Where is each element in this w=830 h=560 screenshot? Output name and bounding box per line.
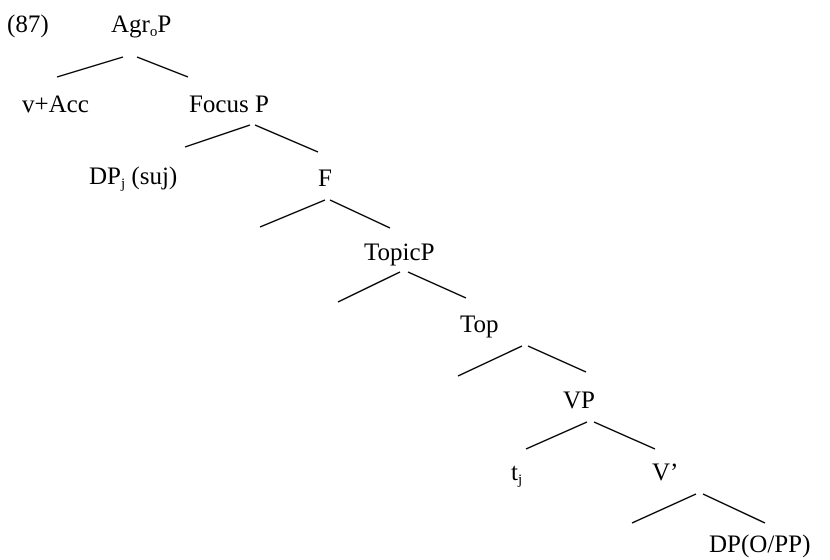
node-vp: VP [563,388,595,413]
node-v-acc-label: v+Acc [22,91,89,118]
node-dp-object: DP(O/PP) [709,532,810,557]
example-number: (87) [7,11,49,38]
node-top: Top [460,312,499,337]
node-vbar: V’ [652,460,678,485]
branch-vp-left [525,421,588,450]
node-dp-subject-tail: (suj) [125,163,178,190]
node-vp-label: VP [563,387,595,414]
node-trace-base: t [511,459,518,486]
node-top-label: Top [460,311,499,338]
branch-f-right [329,199,391,229]
node-focusp: Focus P [189,92,269,117]
node-topicp-label: TopicP [364,239,435,266]
node-dp-object-label: DP(O/PP) [709,531,811,558]
node-v-acc: v+Acc [22,92,89,117]
branch-top-right [527,345,587,373]
node-dp-subject-subscript: j [120,176,126,192]
branch-vbar-left [631,493,697,524]
branch-f-left [259,199,326,228]
node-dp-subject: DPj (suj) [89,163,178,192]
branch-focusp-left [184,124,251,148]
node-agrop: AgroP [111,11,172,40]
node-agrop-base: Agr [111,11,150,38]
branch-agrop-right [136,56,189,78]
branch-vp-right [593,421,656,450]
node-focusp-label: Focus P [189,91,269,118]
branch-topicp-left [337,271,401,303]
node-agrop-subscript: o [149,24,158,40]
branch-agrop-left [56,56,124,78]
branch-top-left [457,345,523,377]
branch-vbar-right [702,493,766,524]
node-topicp: TopicP [364,240,434,265]
node-trace-subscript: j [517,472,523,488]
branch-topicp-right [407,271,467,299]
node-f-label: F [318,165,332,192]
node-vbar-label: V’ [652,459,679,486]
node-agrop-tail: P [157,11,172,38]
node-dp-subject-base: DP [89,163,121,190]
node-f: F [318,166,332,191]
branch-focusp-right [254,124,319,153]
node-trace: tj [511,459,523,488]
